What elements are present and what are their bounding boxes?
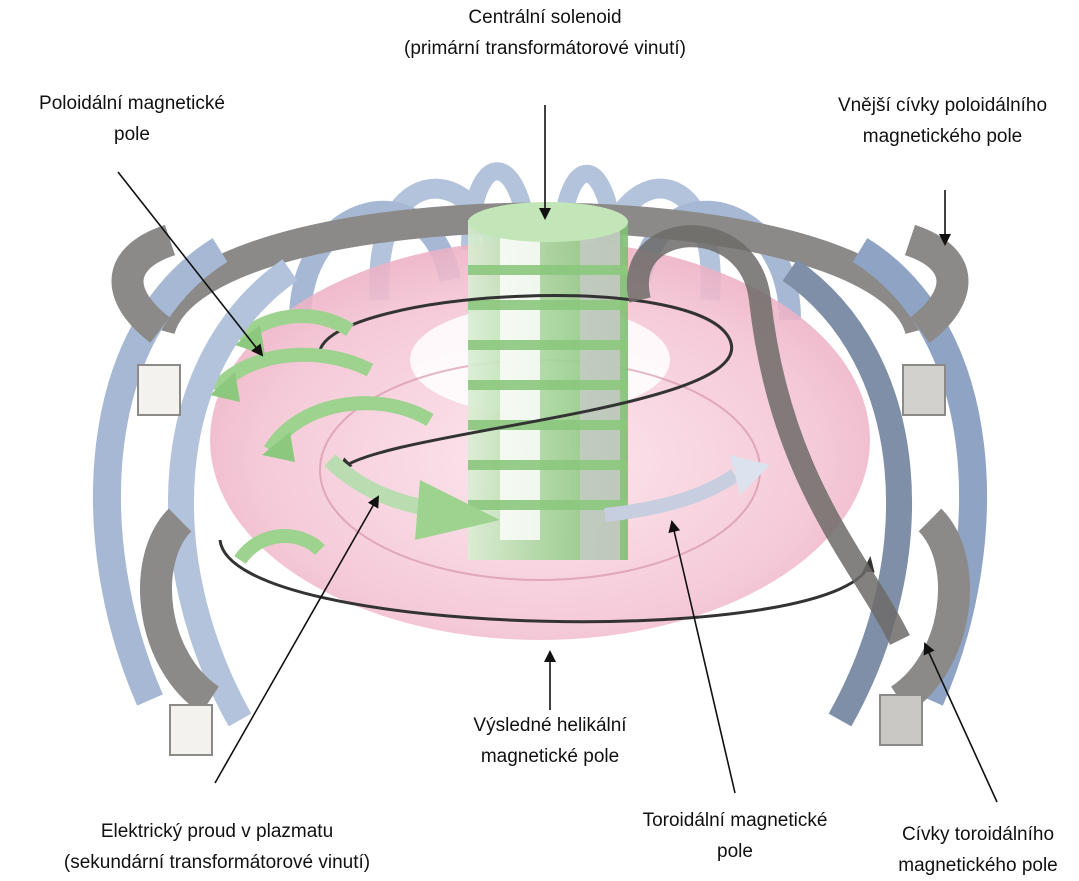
label-toroidal-coils-line1: Cívky toroidálního [878, 819, 1078, 850]
label-outer-poloidal-coils-line1: Vnější cívky poloidálního [810, 90, 1075, 121]
label-central-solenoid: Centrální solenoid (primární transformát… [355, 2, 735, 64]
central-solenoid [468, 202, 628, 560]
label-toroidal-field: Toroidální magnetické pole [610, 805, 860, 867]
label-poloidal-field-line2: pole [12, 119, 252, 150]
label-poloidal-field: Poloidální magnetické pole [12, 88, 252, 150]
label-plasma-current: Elektrický proud v plazmatu (sekundární … [22, 816, 412, 878]
leader-toroidal-coils [925, 644, 997, 802]
label-central-solenoid-line2: (primární transformátorové vinutí) [355, 33, 735, 64]
label-toroidal-coils-line2: magnetického pole [878, 850, 1078, 881]
label-central-solenoid-line1: Centrální solenoid [355, 2, 735, 33]
label-outer-poloidal-coils-line2: magnetického pole [810, 121, 1075, 152]
label-plasma-current-line1: Elektrický proud v plazmatu [22, 816, 412, 847]
label-outer-poloidal-coils: Vnější cívky poloidálního magnetického p… [810, 90, 1075, 152]
label-toroidal-field-line1: Toroidální magnetické [610, 805, 860, 836]
label-poloidal-field-line1: Poloidální magnetické [12, 88, 252, 119]
label-helical-field-line1: Výsledné helikální [440, 710, 660, 741]
label-toroidal-field-line2: pole [610, 836, 860, 867]
label-helical-field: Výsledné helikální magnetické pole [440, 710, 660, 772]
label-plasma-current-line2: (sekundární transformátorové vinutí) [22, 847, 412, 878]
label-helical-field-line2: magnetické pole [440, 741, 660, 772]
label-toroidal-coils: Cívky toroidálního magnetického pole [878, 819, 1078, 881]
